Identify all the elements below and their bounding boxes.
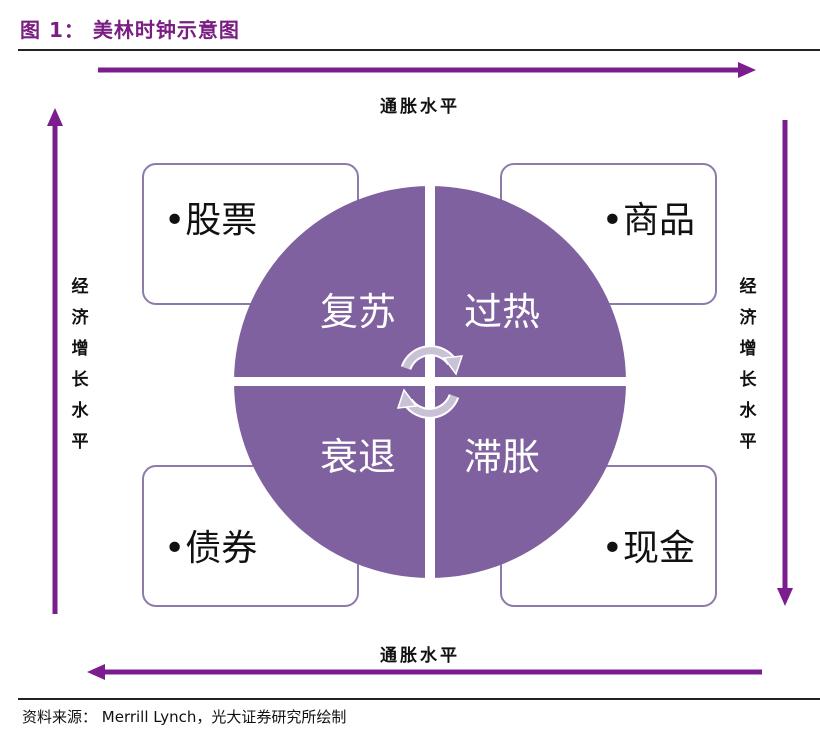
asset-label: •债券 (164, 528, 258, 569)
axis-label-top: 通胀水平 (380, 97, 460, 117)
bottom-rule (18, 698, 820, 700)
horizontal-divider (228, 377, 632, 386)
phase-overheat: 过热 (464, 290, 540, 334)
left-arrowhead-icon (47, 108, 63, 126)
source-note: 资料来源： Merrill Lynch，光大证券研究所绘制 (22, 708, 347, 726)
figure-title: 图 1： 美林时钟示意图 (20, 18, 240, 42)
asset-label: •商品 (601, 200, 695, 241)
axis-label-left: 经济增长水平 (71, 277, 89, 452)
right-arrowhead-icon (777, 588, 793, 606)
phase-recession: 衰退 (320, 435, 396, 479)
axis-label-bottom: 通胀水平 (380, 646, 460, 666)
bottom-arrowhead-icon (87, 664, 105, 680)
top-arrowhead-icon (738, 62, 756, 78)
asset-label: •现金 (601, 528, 695, 569)
phase-stagflation: 滞胀 (464, 435, 540, 479)
asset-box-cash: •现金 (500, 465, 717, 607)
phase-recovery: 复苏 (320, 290, 396, 334)
axis-label-right: 经济增长水平 (739, 277, 757, 452)
top-rule (18, 49, 820, 51)
asset-label: •股票 (164, 200, 258, 241)
